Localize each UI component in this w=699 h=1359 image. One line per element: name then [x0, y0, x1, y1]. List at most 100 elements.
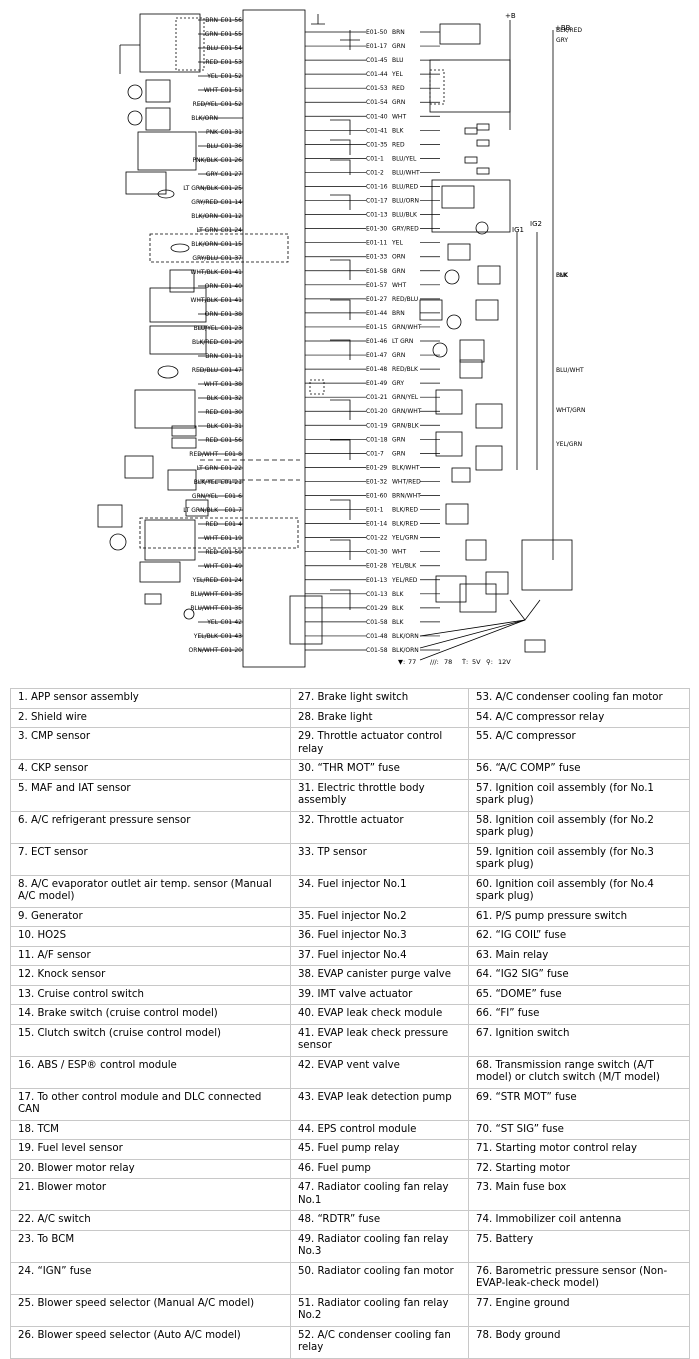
- left-pin-label: E01-53: [221, 59, 242, 66]
- legend-entry: 64. “IG2 SIG” fuse: [468, 965, 690, 986]
- legend-entry: 63. Main relay: [468, 945, 690, 966]
- right-pin-label: E01-33: [366, 254, 387, 261]
- left-pin-label: C01-24: [220, 227, 242, 234]
- right-wire-label: BLU/YEL: [392, 155, 417, 162]
- legend-entry: 56. “A/C COMP” fuse: [468, 759, 690, 780]
- left-pin-label: E01-8: [225, 451, 243, 458]
- legend-entry: 21. Blower motor: [10, 1178, 291, 1211]
- legend-entry: 58. Ignition coil assembly (for No.2 spa…: [468, 810, 690, 844]
- five-volt-key: 5V: [472, 658, 481, 666]
- legend-entry: 47. Radiator cooling fan relay No.1: [290, 1178, 469, 1211]
- left-wire-label: RED: [205, 521, 218, 528]
- left-wire-label: ORN: [205, 283, 218, 290]
- legend-entry: 33. TP sensor: [290, 842, 469, 876]
- left-wire-label: GRN/YEL: [192, 493, 219, 500]
- left-pin-label: C01-37: [220, 255, 242, 262]
- left-wire-label: RED/WHT: [189, 451, 218, 458]
- left-wire-label: BLK/ORN: [191, 115, 218, 122]
- right-wire-label: GRN: [392, 450, 405, 457]
- legend-row: 17. To other control module and DLC conn…: [10, 1087, 690, 1121]
- left-wire-label: RED: [205, 409, 218, 416]
- left-pin-label: C01-47: [220, 367, 242, 374]
- left-wire-label: YEL: [206, 73, 218, 80]
- far-right-wire-label: BLK/RED: [556, 27, 582, 34]
- left-pin-label: E01-54: [221, 45, 242, 52]
- right-pin-label: C01-53: [366, 85, 388, 92]
- right-wire-label: GRY/RED: [392, 226, 419, 233]
- legend-entry: 75. Battery: [468, 1229, 690, 1263]
- right-wire-label: RED/BLU: [392, 296, 418, 303]
- right-pin-label: E01-28: [366, 563, 387, 570]
- right-wire-label: WHT: [392, 549, 406, 556]
- right-pin-label: E01-30: [366, 226, 387, 233]
- legend-entry: 53. A/C condenser cooling fan motor: [468, 688, 690, 709]
- left-wire-label: BLK: [207, 395, 219, 402]
- right-wire-label: WHT/RED: [392, 478, 421, 485]
- right-pin-label: E01-1: [366, 507, 384, 514]
- far-right-wire-label: GRY: [556, 37, 568, 44]
- left-wire-label: BLK/ORN: [191, 241, 218, 248]
- legend-entry: 51. Radiator cooling fan relay No.2: [290, 1293, 469, 1327]
- legend-entry: 31. Electric throttle body assembly: [290, 778, 469, 812]
- right-pin-label: C01-18: [366, 436, 388, 443]
- legend-entry: 49. Radiator cooling fan relay No.3: [290, 1229, 469, 1263]
- twelve-volt-key: 12V: [498, 658, 511, 666]
- cmp-sensor-symbol: [127, 84, 143, 100]
- legend-entry: 1. APP sensor assembly: [10, 688, 291, 709]
- ig2-label: IG2: [530, 220, 542, 228]
- plus-bb-label: +BB: [555, 24, 571, 32]
- legend-entry: 28. Brake light: [290, 707, 469, 728]
- left-wire-label: BLK: [207, 423, 219, 430]
- legend-entry: 35. Fuel injector No.2: [290, 906, 469, 927]
- legend-entry: 67. Ignition switch: [468, 1023, 690, 1057]
- legend-entry: 72. Starting motor: [468, 1158, 690, 1179]
- left-pin-label: E01-24: [221, 577, 242, 584]
- left-wire-label: BRN: [205, 353, 218, 360]
- right-wire-label: BLU/ORN: [392, 198, 419, 205]
- legend-entry: 54. A/C compressor relay: [468, 707, 690, 728]
- legend-entry: 74. Immobilizer coil antenna: [468, 1210, 690, 1231]
- right-pin-label: E01-11: [366, 240, 387, 247]
- svg-text:▼:: ▼:: [398, 658, 405, 666]
- engine-ground-key: 77: [408, 658, 416, 666]
- far-right-wire-label: BLK: [556, 272, 568, 279]
- legend-row: 15. Clutch switch (cruise control model)…: [10, 1023, 690, 1057]
- legend-entry: 59. Ignition coil assembly (for No.3 spa…: [468, 842, 690, 876]
- right-wire-label: YEL: [391, 71, 403, 78]
- legend-entry: 26. Blower speed selector (Auto A/C mode…: [10, 1325, 291, 1359]
- right-wire-label: GRN: [392, 99, 405, 106]
- left-wire-label: BLK/YEL: [194, 479, 219, 486]
- left-pin-label: C01-50: [220, 549, 242, 556]
- left-pin-label: C01-43: [220, 633, 242, 640]
- right-wire-label: YEL/GRN: [391, 535, 418, 542]
- legend-entry: 11. A/F sensor: [10, 945, 291, 966]
- left-wire-label: RED: [205, 437, 218, 444]
- left-wire-label: PNK/BLK: [193, 157, 220, 164]
- right-wire-label: BLU: [392, 57, 404, 64]
- legend-entry: 77. Engine ground: [468, 1293, 690, 1327]
- legend-entry: 6. A/C refrigerant pressure sensor: [10, 810, 291, 844]
- left-wire-label: YEL/BLK: [193, 633, 219, 640]
- left-wire-label: BLK/ORN: [191, 213, 218, 220]
- right-wire-label: BLK: [392, 605, 404, 612]
- right-wire-label: GRN/BLK: [392, 422, 420, 429]
- right-pin-label: C01-58: [366, 619, 388, 626]
- right-wire-label: YEL/BLK: [391, 563, 417, 570]
- ecm-box: [242, 9, 306, 668]
- right-pin-label: E01-57: [366, 282, 387, 289]
- legend-entry: 10. HO2S: [10, 926, 291, 947]
- legend-row: 8. A/C evaporator outlet air temp. senso…: [10, 874, 690, 908]
- left-wire-label: WHT: [204, 535, 218, 542]
- left-wire-label: YEL: [206, 619, 218, 626]
- left-wire-label: BLU: [206, 45, 218, 52]
- right-wire-label: BLK/WHT: [392, 464, 420, 471]
- left-pin-label: E01-41: [221, 269, 242, 276]
- right-wire-label: BRN: [392, 310, 405, 317]
- legend-entry: 24. “IGN” fuse: [10, 1261, 291, 1295]
- left-pin-label: E01-35: [221, 605, 242, 612]
- right-pin-label: C01-7: [366, 450, 384, 457]
- legend-entry: 52. A/C condenser cooling fan relay: [290, 1325, 469, 1359]
